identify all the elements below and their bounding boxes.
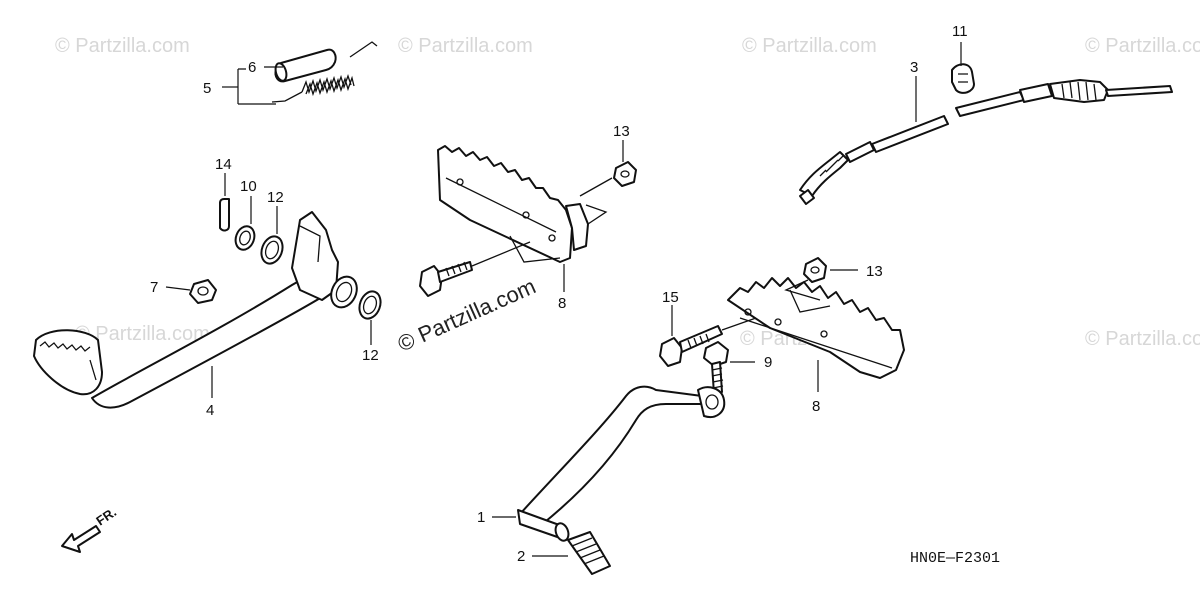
callout-12[interactable]: 12 [267,189,284,206]
callout-9[interactable]: 9 [764,354,772,371]
callout-14[interactable]: 14 [215,156,232,173]
shift-pedal-part[interactable] [517,385,726,543]
front-direction-arrow: FR. [61,504,119,553]
dashed-connector [579,177,613,197]
callout-leader [165,286,191,291]
callout-8[interactable]: 8 [812,398,820,415]
callout-1[interactable]: 1 [477,509,485,526]
callout-6[interactable]: 6 [248,59,256,76]
brake-pedal-part[interactable] [33,211,362,409]
hex-bolt-part[interactable] [703,341,729,395]
flange-bolt-part[interactable] [659,325,723,367]
cotter-pin-part[interactable] [219,198,230,232]
callout-10[interactable]: 10 [240,178,257,195]
callout-8[interactable]: 8 [558,295,566,312]
dust-seal-part[interactable] [258,233,286,266]
footpeg-part[interactable] [437,145,608,263]
cable-clip-part[interactable] [951,63,975,94]
dust-seal-part[interactable] [356,288,384,321]
callout-13[interactable]: 13 [613,123,630,140]
flange-nut-part[interactable] [803,257,827,283]
dashed-connector [721,317,757,331]
footpeg-part[interactable] [727,277,905,379]
callout-2[interactable]: 2 [517,548,525,565]
nut-part[interactable] [189,279,217,304]
callout-11[interactable]: 11 [952,23,968,40]
callout-12[interactable]: 12 [362,347,379,364]
watermark: © Partzilla.com [398,35,533,57]
flange-nut-part[interactable] [613,161,637,187]
watermark: © Partzilla.com [1085,328,1200,350]
callout-bracket [237,68,276,105]
watermark: © Partzilla.com [742,35,877,57]
callout-13[interactable]: 13 [866,263,883,280]
direction-label: FR. [93,504,119,528]
watermark: © Partzilla.com [55,35,190,57]
collar-part[interactable] [274,48,337,83]
brake-cable-part[interactable] [799,79,1173,205]
return-spring-part[interactable] [271,41,378,103]
dashed-connector [471,241,531,267]
main-watermark: © Partzilla.com [394,273,540,356]
callout-15[interactable]: 15 [662,289,679,306]
flange-bolt-part[interactable] [419,261,473,297]
callout-labels: 1 2 3 4 5 6 7 8 8 9 10 11 12 12 13 13 14… [150,23,968,565]
diagram-code: HN0E—F2301 [910,550,1000,567]
callout-3[interactable]: 3 [910,59,918,76]
dashed-connector [784,279,821,301]
callout-4[interactable]: 4 [206,402,214,419]
callout-7[interactable]: 7 [150,279,158,296]
watermark: © Partzilla.com [75,323,210,345]
callout-5[interactable]: 5 [203,80,211,97]
pedal-rubber-part[interactable] [567,531,611,575]
washer-part[interactable] [232,224,257,253]
background-watermarks: © Partzilla.com © Partzilla.com © Partzi… [55,35,1200,350]
watermark: © Partzilla.com [1085,35,1200,57]
